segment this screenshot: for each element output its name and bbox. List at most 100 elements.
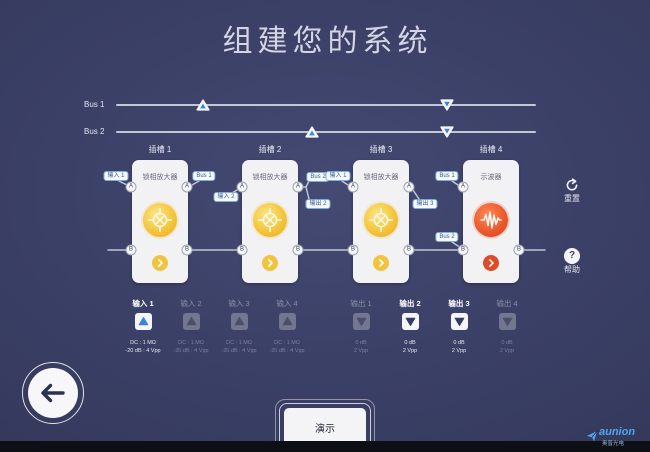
slot-4-module-name: 示波器 [480,174,502,181]
input-3-label: 输入 3 [228,299,250,308]
input-arrow-icon[interactable] [230,313,248,330]
input-arrow-icon[interactable] [278,313,296,330]
input-4-range: -20 dB : 4 Vpp [269,348,305,354]
output-2[interactable]: 输出 2 0 dB 2 Vpp [382,299,438,355]
slot-1-port-a-in[interactable]: A [125,181,137,193]
slot-2-port-b-out[interactable]: B [292,244,304,256]
slot-3-port-a-in[interactable]: A [347,181,359,193]
slot-4-port-a-in[interactable]: A [457,181,469,193]
oscilloscope-icon[interactable] [474,203,508,237]
slot-2-port-b-in[interactable]: B [236,244,248,256]
input-1[interactable]: 输入 1 DC : 1 MΩ -20 dB : 4 Vpp [115,299,171,355]
input-arrow-icon[interactable] [182,313,200,330]
chevron-right-icon [489,259,494,267]
reset-icon[interactable] [565,178,579,192]
bus-1-sink-marker[interactable] [440,99,454,111]
input-2-range: -20 dB : 4 Vpp [173,348,209,354]
output-1[interactable]: 输出 1 0 dB 2 Vpp [333,299,389,355]
slot-4-tag-in-1: Bus 1 [435,171,459,181]
slot-1-port-b-out[interactable]: B [181,244,193,256]
slot-3-module-name: 锁相放大器 [363,174,399,181]
output-4[interactable]: 输出 4 0 dB 2 Vpp [479,299,535,355]
slot-1-module-name: 锁相放大器 [142,174,178,181]
help-icon[interactable]: ? [564,248,580,264]
slot-1-open-button[interactable] [152,255,168,271]
slot-2-label: 插槽 2 [258,145,282,154]
lock-in-amplifier-icon[interactable] [253,203,287,237]
output-arrow-icon[interactable] [450,313,468,330]
output-3[interactable]: 输出 3 0 dB 2 Vpp [431,299,487,355]
input-3-coupling: DC : 1 MΩ [226,340,252,346]
slot-1-label: 插槽 1 [148,145,172,154]
input-4-coupling: DC : 1 MΩ [274,340,300,346]
bus-2-source-marker[interactable] [305,126,319,138]
output-1-range: 2 Vpp [353,348,369,354]
output-arrow-icon[interactable] [352,313,370,330]
slot-2-card[interactable]: 锁相放大器 [242,160,298,283]
input-arrow-icon[interactable] [134,313,152,330]
bus-1-label: Bus 1 [84,100,105,109]
slot-1-tag-in: 输入 1 [103,171,129,181]
input-1-coupling: DC : 1 MΩ [130,340,156,346]
slot-4-open-button[interactable] [483,255,499,271]
input-2-label: 输入 2 [180,299,202,308]
output-2-label: 输出 2 [399,299,421,308]
slot-1-port-b-in[interactable]: B [125,244,137,256]
bus-2-sink-marker[interactable] [440,126,454,138]
slot-3-port-b-out[interactable]: B [403,244,415,256]
output-3-label: 输出 3 [448,299,470,308]
bus-2-line [116,131,536,133]
slot-1-port-a-out[interactable]: A [181,181,193,193]
brand-name: aunion [599,426,636,438]
input-2[interactable]: 输入 2 DC : 1 MΩ -20 dB : 4 Vpp [163,299,219,355]
output-1-gain: 0 dB [355,340,367,346]
input-4-label: 输入 4 [276,299,298,308]
slot-4-card[interactable]: 示波器 [463,160,519,283]
brand-logo-icon [586,430,598,442]
bus-1-source-marker[interactable] [196,99,210,111]
slot-2-open-button[interactable] [262,255,278,271]
output-4-label: 输出 4 [496,299,518,308]
slot-4-label: 插槽 4 [479,145,503,154]
slot-2-tag-in: 输入 2 [213,192,239,202]
input-3[interactable]: 输入 3 DC : 1 MΩ -20 dB : 4 Vpp [211,299,267,355]
slot-3-open-button[interactable] [373,255,389,271]
slot-2-port-a-in[interactable]: A [236,181,248,193]
input-4[interactable]: 输入 4 DC : 1 MΩ -20 dB : 4 Vpp [259,299,315,355]
output-arrow-icon[interactable] [498,313,516,330]
slot-2-module-name: 锁相放大器 [252,174,288,181]
input-3-range: -20 dB : 4 Vpp [221,348,257,354]
output-1-label: 输出 1 [350,299,372,308]
input-1-label: 输入 1 [132,299,154,308]
slot-4-port-b-in[interactable]: B [457,244,469,256]
slot-2-port-a-out[interactable]: A [292,181,304,193]
slot-1-card[interactable]: 锁相放大器 [132,160,188,283]
output-arrow-icon[interactable] [401,313,419,330]
back-button-ring [22,362,84,424]
bus-1-line [116,104,536,106]
chevron-right-icon [158,259,163,267]
help-label[interactable]: 帮助 [564,265,580,274]
slot-3-port-b-in[interactable]: B [347,244,359,256]
slot-3-port-a-out[interactable]: A [403,181,415,193]
slot-4-tag-in-2: Bus 2 [435,232,459,242]
slot-3-tag-in: 输入 1 [325,171,351,181]
lock-in-amplifier-icon[interactable] [143,203,177,237]
input-1-range: -20 dB : 4 Vpp [125,348,161,354]
output-4-gain: 0 dB [501,340,513,346]
reset-label[interactable]: 重置 [564,194,580,203]
output-2-range: 2 Vpp [402,348,418,354]
input-2-coupling: DC : 1 MΩ [178,340,204,346]
slot-3-tag-out: 输出 3 [412,199,438,209]
lock-in-amplifier-icon[interactable] [364,203,398,237]
slot-4-port-b-out[interactable]: B [513,244,525,256]
bus-2-label: Bus 2 [84,127,105,136]
slot-3-card[interactable]: 锁相放大器 [353,160,409,283]
slot-3-label: 插槽 3 [369,145,393,154]
output-4-range: 2 Vpp [499,348,515,354]
back-button[interactable] [28,368,78,418]
chevron-right-icon [268,259,273,267]
slot-1-tag-out: Bus 1 [192,171,216,181]
chevron-right-icon [379,259,384,267]
